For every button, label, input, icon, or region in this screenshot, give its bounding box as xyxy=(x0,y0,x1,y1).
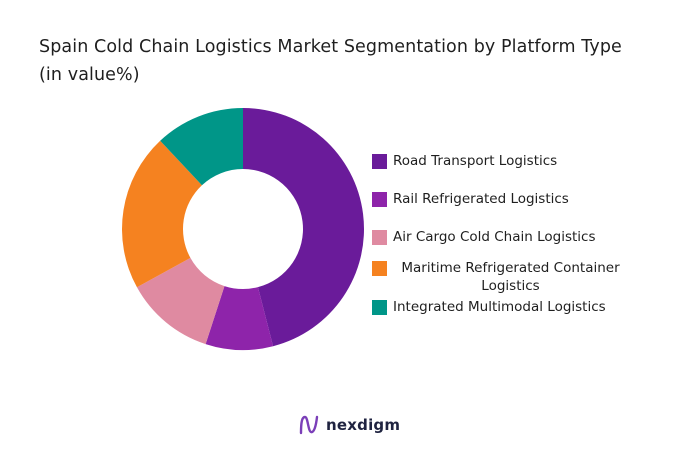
brand-name: nexdigm xyxy=(326,416,401,434)
legend-item-maritime: Maritime Refrigerated Container Logistic… xyxy=(372,259,628,295)
chart-title-line2: (in value%) xyxy=(39,65,140,85)
legend-item-rail: Rail Refrigerated Logistics xyxy=(372,190,569,208)
chart-title: Spain Cold Chain Logistics Market Segmen… xyxy=(39,33,669,89)
legend-swatch-road xyxy=(372,154,387,169)
donut-slice-rail xyxy=(205,286,274,350)
legend-label-multimodal: Integrated Multimodal Logistics xyxy=(393,299,606,315)
legend-swatch-air xyxy=(372,230,387,245)
legend-swatch-multimodal xyxy=(372,300,387,315)
legend-label-rail: Rail Refrigerated Logistics xyxy=(393,191,569,207)
donut-slice-maritime xyxy=(121,140,202,288)
legend-label-road: Road Transport Logistics xyxy=(393,153,558,169)
legend-swatch-maritime xyxy=(372,261,387,276)
nexdigm-logo-icon xyxy=(299,415,319,435)
chart-title-line1: Spain Cold Chain Logistics Market Segmen… xyxy=(39,37,622,57)
donut-slice-air xyxy=(136,257,225,345)
legend-item-multimodal: Integrated Multimodal Logistics xyxy=(372,298,606,316)
legend-label-air: Air Cargo Cold Chain Logistics xyxy=(393,229,596,245)
donut-slice-multimodal xyxy=(160,108,243,186)
legend-item-road: Road Transport Logistics xyxy=(372,152,557,170)
donut-slice-road xyxy=(243,108,364,347)
legend-swatch-rail xyxy=(372,192,387,207)
legend-label-maritime: Maritime Refrigerated Container Logistic… xyxy=(401,260,620,294)
legend-item-air: Air Cargo Cold Chain Logistics xyxy=(372,228,596,246)
brand: nexdigm xyxy=(298,414,400,436)
